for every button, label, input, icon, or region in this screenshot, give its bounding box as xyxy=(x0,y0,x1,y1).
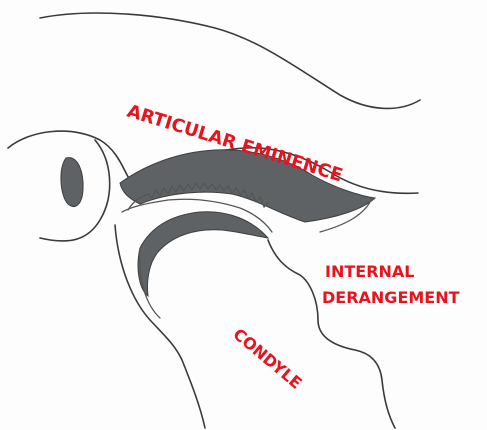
condyle-outline xyxy=(115,225,205,428)
label-internal: INTERNAL xyxy=(325,262,414,281)
label-derangement: DERANGEMENT xyxy=(322,288,460,307)
condylar-cartilage-shading xyxy=(138,212,268,296)
ear-canal-shaded-region xyxy=(61,158,83,207)
upper-contour-line xyxy=(40,13,420,108)
label-condyle: CONDYLE xyxy=(229,325,305,393)
